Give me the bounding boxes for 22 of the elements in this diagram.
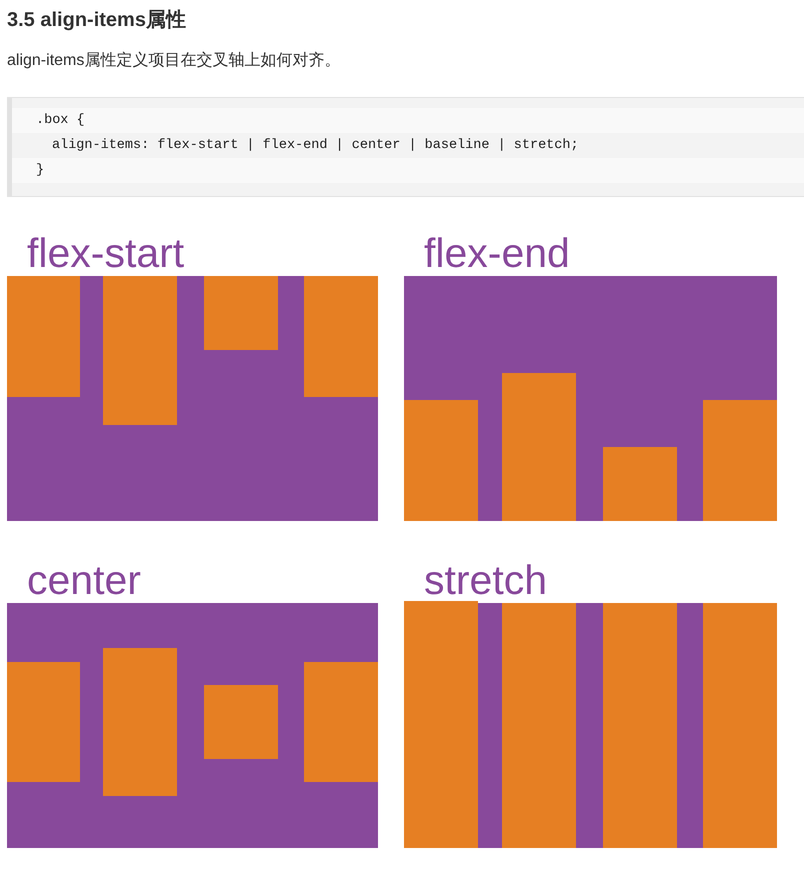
- flex-item: [404, 400, 478, 521]
- flex-item: [304, 662, 378, 782]
- flex-item: [603, 603, 677, 848]
- flex-item: [103, 648, 177, 796]
- flex-item: [204, 276, 278, 350]
- flex-item: [703, 603, 777, 848]
- flex-item: [502, 373, 576, 521]
- flex-item: [304, 276, 378, 397]
- flex-item: [404, 601, 478, 848]
- flex-item: [103, 276, 177, 425]
- flex-item: [603, 447, 677, 521]
- page-title: 3.5 align-items属性: [7, 8, 186, 33]
- flex-item: [502, 603, 576, 848]
- flex-item: [7, 662, 80, 782]
- container-heading: flex-end: [424, 232, 570, 274]
- flex-item: [204, 685, 278, 759]
- container-heading: flex-start: [27, 232, 184, 274]
- description-text: align-items属性定义项目在交叉轴上如何对齐。: [7, 50, 340, 71]
- flex-item: [7, 276, 80, 397]
- flex-item: [703, 400, 777, 521]
- container-heading: center: [27, 559, 141, 601]
- container-heading: stretch: [424, 559, 548, 601]
